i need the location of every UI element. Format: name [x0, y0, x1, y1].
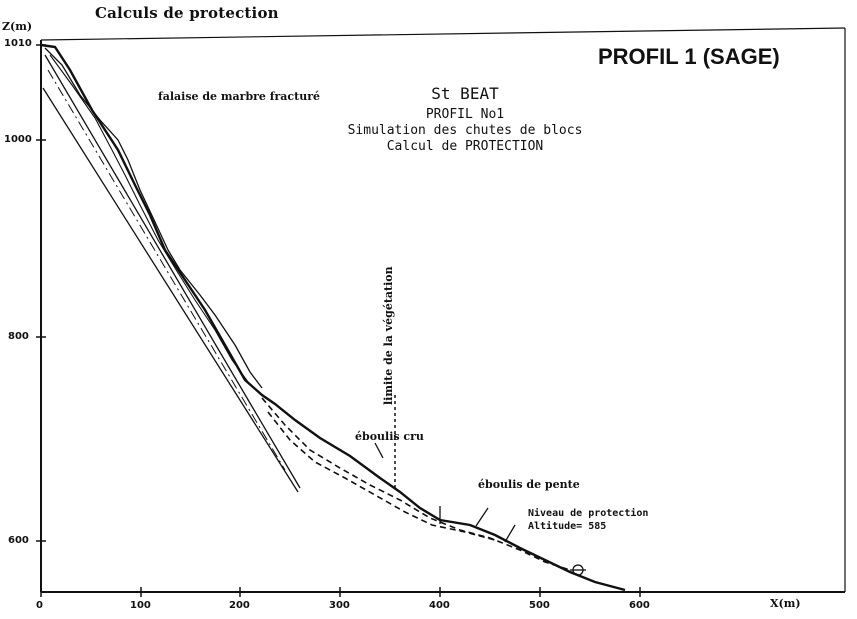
- protection-level-label: Niveau de protection: [528, 508, 649, 519]
- x-tick-label: 500: [529, 600, 550, 611]
- calculation-label: Calcul de PROTECTION: [386, 139, 544, 154]
- vegetation-limit-label: limite de la végétation: [382, 266, 395, 405]
- scree-raw-arrow: [374, 442, 384, 459]
- scree-slope-arrow: [475, 507, 489, 527]
- y-tick-label: 800: [8, 331, 29, 342]
- scree-dashed-lower: [267, 411, 496, 541]
- protection-marker: [504, 524, 516, 543]
- page-title: Calculs de protection: [95, 4, 279, 22]
- x-tick-label: 300: [329, 600, 350, 611]
- cliff-outline: [44, 47, 263, 389]
- profile-number: PROFIL No1: [425, 107, 505, 122]
- profile-tag: PROFIL 1 (SAGE): [598, 44, 780, 69]
- site-name: St BEAT: [431, 84, 499, 103]
- terrain-profile: [40, 43, 626, 592]
- trajectory-line-2: [42, 87, 299, 493]
- scree-slope-label: éboulis de pente: [478, 478, 580, 491]
- x-axis-label: X(m): [770, 597, 801, 610]
- trajectory-line-1: [44, 54, 301, 489]
- y-tick-label: 600: [8, 535, 29, 546]
- cliff-label: falaise de marbre fracturé: [158, 90, 320, 103]
- simulation-subtitle: Simulation des chutes de blocs: [347, 123, 583, 138]
- protection-altitude-label: Altitude= 585: [528, 521, 607, 532]
- x-tick-label: 200: [229, 600, 250, 611]
- trajectory-line-3: [47, 69, 286, 471]
- y-tick-label: 1000: [4, 134, 32, 145]
- cliff-outline-2: [49, 54, 249, 383]
- top-frame: [40, 27, 846, 41]
- scree-dashed-upper: [261, 397, 571, 571]
- y-tick-label: 1010: [4, 38, 32, 49]
- x-tick-label: 600: [629, 600, 650, 611]
- x-tick-label: 100: [130, 600, 151, 611]
- scree-raw-label: éboulis cru: [355, 430, 424, 443]
- y-axis-label: Z(m): [2, 20, 33, 33]
- x-tick-marks: [40, 587, 641, 597]
- x-tick-label: 400: [429, 600, 450, 611]
- x-tick-label: 0: [36, 600, 43, 611]
